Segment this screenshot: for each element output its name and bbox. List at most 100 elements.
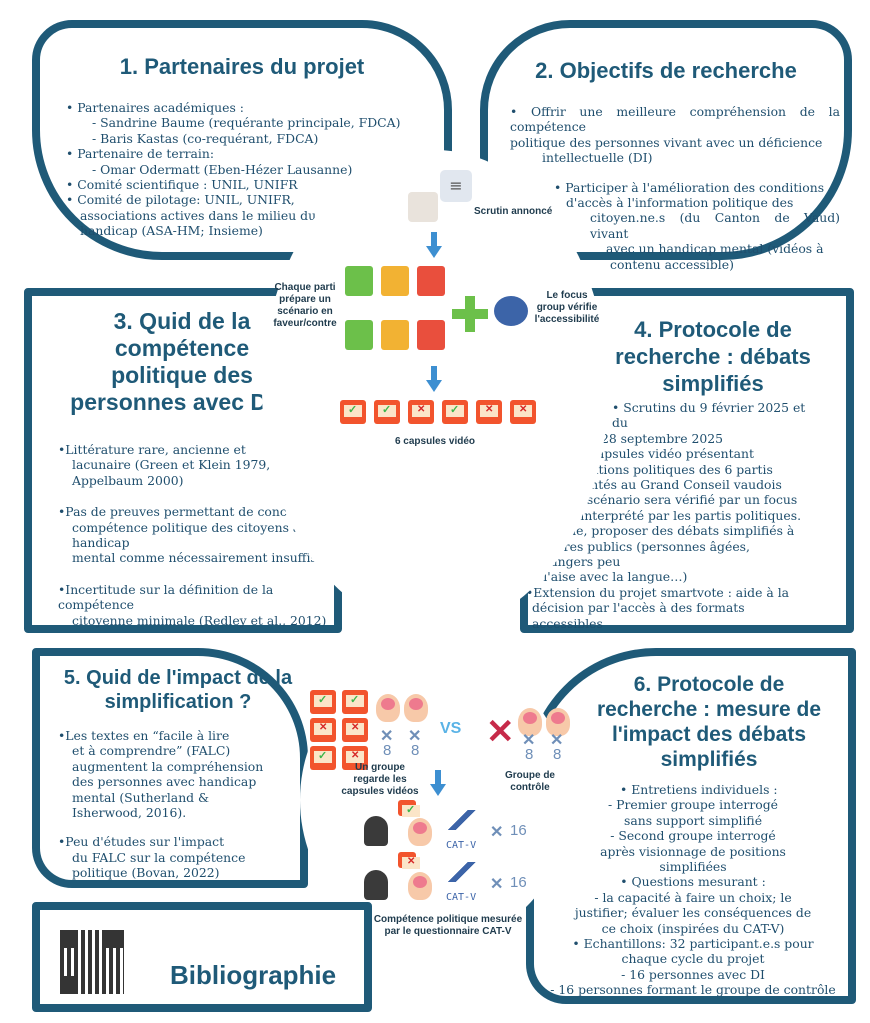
count-label: 16: [510, 874, 527, 891]
list-item: •Les textes en “facile à lire: [58, 728, 230, 743]
list-item: • Questions mesurant :: [620, 874, 766, 890]
list-item: • Scrutins du 9 février 2025 et du: [612, 400, 806, 431]
controle-label: Groupe de contrôle: [504, 770, 555, 793]
section-protocole-impact: 6. Protocole de recherche : mesure de l'…: [526, 648, 856, 1004]
list-item: • Partenaires académiques :: [66, 100, 244, 115]
arrow-down-icon: [430, 770, 446, 796]
list-item: ce choix (inspirées du CAT-V): [601, 920, 785, 936]
list-item: • Echantillons: 32 participant.e.s pour: [572, 936, 814, 952]
mesure-label: Compétence politique mesurée par le ques…: [373, 914, 523, 937]
video-capsules-row: [340, 400, 540, 426]
list-item: avec un handicap mental (vidéos à: [606, 241, 824, 257]
list-item: mental (Sutherland &: [72, 789, 210, 805]
scenario-board-icon: [417, 320, 445, 350]
times-icon: ✕: [380, 728, 394, 745]
list-item: • Comité scientifique : UNIL, UNIFR: [66, 177, 298, 193]
count-label: 8: [383, 742, 392, 759]
video-capsule-icon: [442, 400, 468, 424]
list-item: - 16 personnes formant le groupe de cont…: [550, 982, 836, 998]
list-item: chaque cycle du projet: [621, 951, 765, 967]
qr-code-icon[interactable]: [60, 930, 124, 994]
catv-label: CAT-V: [446, 840, 477, 851]
ballot-box-icon: [408, 192, 438, 222]
list-item: citoyenne minimale (Redley et al., 2012): [72, 612, 327, 628]
list-item: justifier; évaluer les conséquences de: [574, 905, 812, 921]
list-item: - Baris Kastas (co-requérant, FDCA): [92, 130, 319, 146]
list-item: - Sandrine Baume (requérante principale,…: [92, 115, 401, 131]
parti-label: Chaque parti prépare un scénario en fave…: [273, 282, 337, 329]
brain-head-icon: [518, 708, 542, 736]
plus-icon: [452, 296, 488, 332]
brain-head-icon: [408, 872, 432, 900]
section-quid-competence: 3. Quid de la compétence politique des p…: [24, 288, 344, 633]
section-5-title: 5. Quid de l'impact de la simplification…: [63, 667, 293, 713]
list-item: •Peu d'études sur l'impact: [58, 834, 225, 850]
section-5-body: •Les textes en “facile à lire et à compr…: [58, 728, 298, 881]
list-item: représentés au Grand Conseil vaudois: [542, 477, 782, 493]
capsules-label: 6 capsules vidéo: [394, 436, 476, 447]
list-item: lacunaire (Green et Klein 1979, 1980;: [72, 457, 310, 473]
arrow-down-icon: [426, 232, 442, 258]
brain-head-icon: [546, 708, 570, 736]
list-item: • Offrir une meilleure compréhension de …: [510, 104, 840, 135]
video-capsule-icon: [310, 746, 336, 770]
list-item: d'autres publics (personnes âgées, étran…: [532, 538, 750, 570]
video-capsule-icon: [340, 400, 366, 424]
list-item: politique (Bovan, 2022): [72, 865, 220, 881]
count-label: 8: [411, 742, 420, 759]
list-item: des personnes avec handicap: [72, 774, 257, 790]
pen-icon: [446, 810, 480, 830]
video-capsule-icon: [310, 690, 336, 714]
count-label: 16: [510, 822, 527, 839]
video-capsule-icon: [398, 852, 420, 869]
section-bibliographie: Bibliographie: [32, 902, 372, 1012]
list-item: après visionnage de positions: [600, 843, 786, 859]
scenario-board-icon: [381, 266, 409, 296]
scrutin-label: Scrutin annoncé: [474, 206, 553, 217]
list-item: Appelbaum 2000): [72, 472, 184, 488]
list-item: augmentent la compréhension: [72, 758, 264, 774]
list-item: handicap (ASA-HM; Insieme): [80, 223, 263, 239]
scenario-board-icon: [345, 320, 373, 350]
vs-label: VS: [440, 720, 462, 737]
video-capsule-icon: [342, 690, 368, 714]
list-item: group et interprété par les partis polit…: [522, 507, 802, 523]
groupe-label: Un groupe regarde les capsules vidéos: [341, 762, 419, 797]
scenario-board-icon: [345, 266, 373, 296]
list-item: sans support simplifié: [623, 812, 763, 828]
section-6-title: 6. Protocole de recherche : mesure de l'…: [596, 673, 822, 771]
list-item: • Comité de pilotage: UNIL, UNIFR,: [66, 192, 295, 208]
times-icon: ✕: [550, 732, 564, 749]
count-label: 8: [553, 746, 562, 763]
list-item: •À terme, proposer des débats simplifiés…: [526, 523, 795, 539]
control-group-crossed-icon: ✕: [486, 713, 515, 751]
list-item: - Premier groupe interrogé: [608, 797, 778, 813]
video-capsule-icon: [342, 746, 368, 770]
list-item: décision par l'accès à des formats acces…: [532, 600, 745, 631]
brain-head-icon: [404, 694, 428, 722]
times-icon: ✕: [408, 728, 422, 745]
bibliography-title[interactable]: Bibliographie: [170, 960, 337, 990]
list-item: •Littérature rare, ancienne et: [58, 442, 246, 457]
count-label: 8: [525, 746, 534, 763]
section-4-body: • Scrutins du 9 février 2025 et du 28 se…: [512, 400, 812, 631]
section-1-body: • Partenaires académiques : - Sandrine B…: [66, 100, 406, 239]
times-icon: ✕: [522, 732, 536, 749]
brain-head-icon: [408, 818, 432, 846]
list-item: •Extension du projet smartvote : aide à …: [526, 584, 790, 600]
list-item: compétence politique des citoyens avec h…: [72, 519, 322, 551]
video-capsule-icon: [408, 400, 434, 424]
list-item: - 6 capsules vidéo présentant: [570, 446, 754, 462]
list-item: •Pas de preuves permettant de concevoir …: [58, 504, 334, 520]
video-capsule-icon: [510, 400, 536, 424]
list-item: les positions politiques des 6 partis: [551, 461, 773, 477]
list-item: 28 septembre 2025: [600, 430, 724, 446]
list-item: • Participer à l'amélioration des condit…: [554, 179, 825, 195]
arrow-down-icon: [426, 366, 442, 392]
list-item: Isherwood, 2016).: [72, 805, 187, 821]
times-icon: ✕: [490, 824, 504, 841]
list-item: - Omar Odermatt (Eben-Hézer Lausanne): [92, 161, 353, 177]
section-3-title: 3. Quid de la compétence politique des p…: [70, 308, 294, 415]
list-item: et à comprendre” (FALC): [72, 743, 231, 759]
list-item: • Entretiens individuels :: [620, 782, 778, 797]
